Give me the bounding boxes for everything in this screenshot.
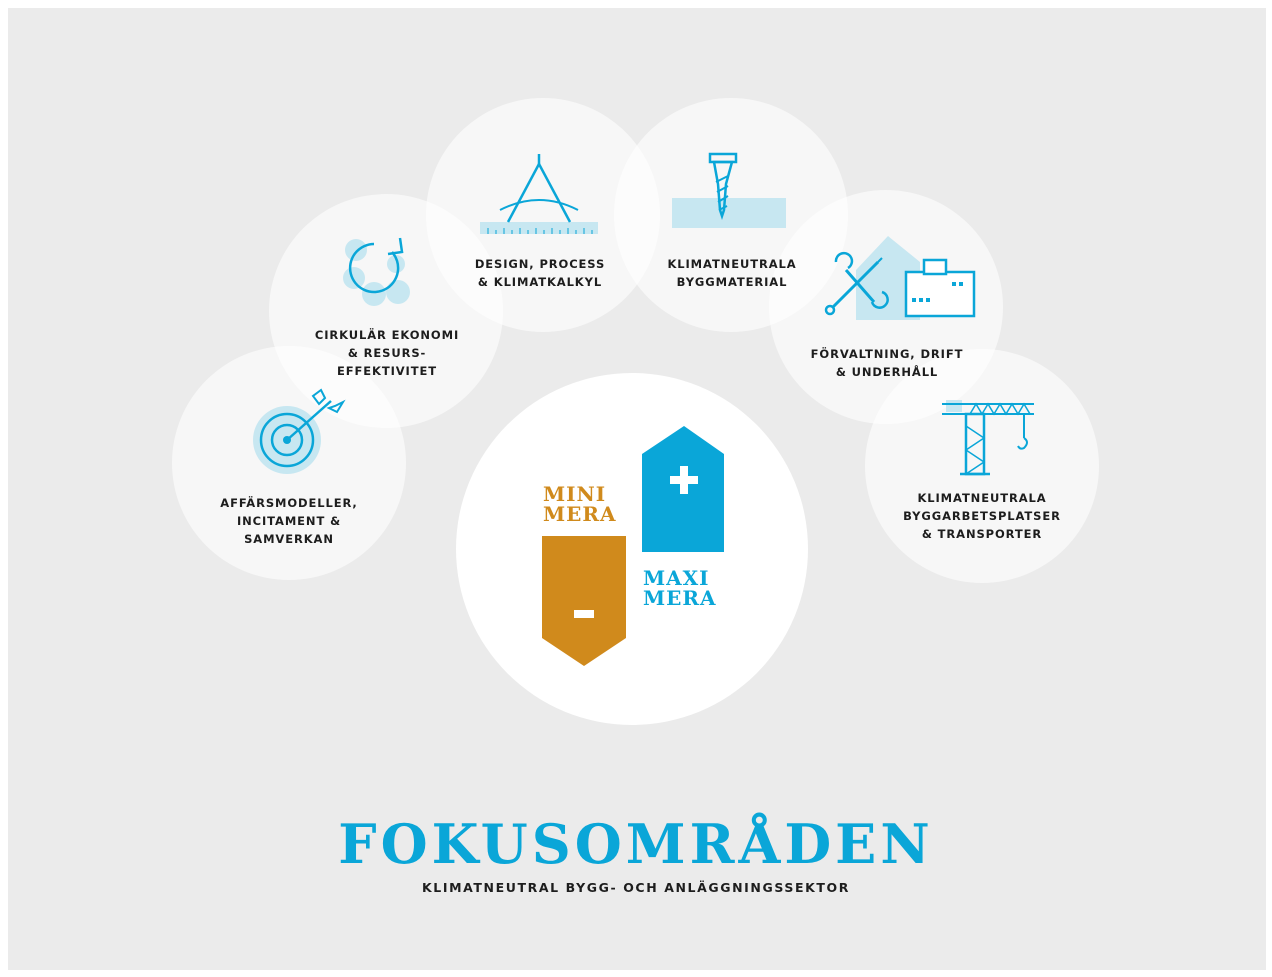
mini-tag-shape [542, 536, 626, 666]
label-circular-economy: CIRKULÄR EKONOMI & RESURS- EFFEKTIVITET [314, 328, 460, 378]
label-business-models: AFFÄRSMODELLER, INCITAMENT & SAMVERKAN [220, 496, 358, 546]
screw-icon [672, 152, 786, 228]
page-subtitle: KLIMATNEUTRAL BYGG- OCH ANLÄGGNINGSSEKTO… [421, 880, 850, 895]
logo-maxi-mera: MAXI MERA [643, 566, 717, 610]
minimera-maximera-logo [542, 426, 724, 666]
compass-icon [480, 154, 598, 234]
page-title: FOKUSOMRÅDEN [338, 812, 934, 876]
label-facility-management: FÖRVALTNING, DRIFT & UNDERHÅLL [810, 347, 964, 379]
bubble-construction-sites [865, 349, 1099, 583]
logo-mini-mera: MINI MERA [543, 482, 617, 526]
bubble-center-logo [456, 373, 808, 725]
circular-arrow-icon [343, 237, 410, 306]
label-construction-sites: KLIMATNEUTRALA BYGGARBETSPLATSER & TRANS… [903, 491, 1061, 541]
label-building-materials: KLIMATNEUTRALA BYGGMATERIAL [667, 257, 797, 289]
crane-icon [942, 400, 1034, 476]
tools-building-icon [824, 236, 976, 320]
minus-icon [574, 610, 594, 618]
target-icon [253, 388, 346, 474]
label-design-process: DESIGN, PROCESS & KLIMATKALKYL [474, 257, 606, 289]
